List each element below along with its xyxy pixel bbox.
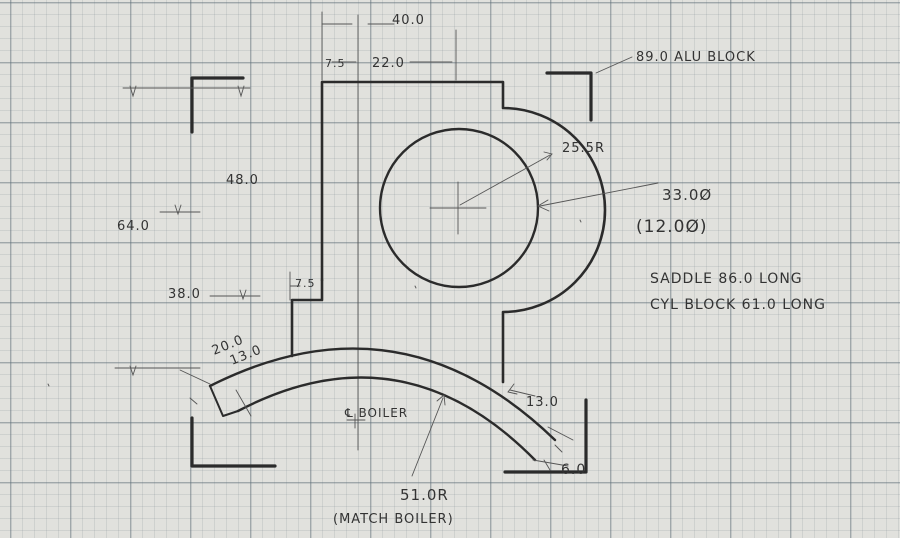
label-overall-width: 40.0 — [392, 13, 425, 28]
label-saddle-thickness: 13.0 — [526, 395, 559, 410]
label-centre-line-boiler: ℄ BOILER — [344, 406, 408, 420]
cylinder-block-lower-step — [290, 278, 324, 358]
bore-centre-mark — [429, 181, 487, 235]
label-lower-offset: 7.5 — [295, 277, 316, 290]
diameter-leader — [537, 182, 659, 212]
label-outer-radius: 25.5R — [562, 141, 605, 156]
block-corner-marks — [190, 71, 593, 474]
label-boiler-radius: 51.0R — [400, 486, 449, 504]
label-bore-diameter-small: (12.0Ø) — [636, 217, 708, 237]
label-saddle-end: 6.0 — [561, 462, 586, 478]
label-bore-diameter: 33.0Ø — [662, 186, 712, 204]
pencil-smudge-marks — [47, 219, 582, 387]
label-cyl-note: CYL BLOCK 61.0 LONG — [650, 297, 826, 313]
label-saddle-note: SADDLE 86.0 LONG — [650, 271, 803, 287]
label-left-offset: 7.5 — [325, 57, 346, 70]
cylinder-block-outline — [320, 80, 607, 384]
dimension-lines — [114, 11, 633, 477]
label-top-width: 22.0 — [372, 56, 405, 71]
label-height-upper: 48.0 — [226, 173, 259, 188]
label-boiler-note: (MATCH BOILER) — [333, 512, 454, 527]
radius-leader — [459, 151, 553, 206]
cylinder-bore-circle — [378, 127, 540, 289]
label-height-lower: 38.0 — [168, 287, 201, 302]
label-height-total: 64.0 — [117, 219, 150, 234]
saddle-arc-body — [208, 347, 557, 462]
label-block-size: 89.0 ALU BLOCK — [636, 50, 756, 65]
